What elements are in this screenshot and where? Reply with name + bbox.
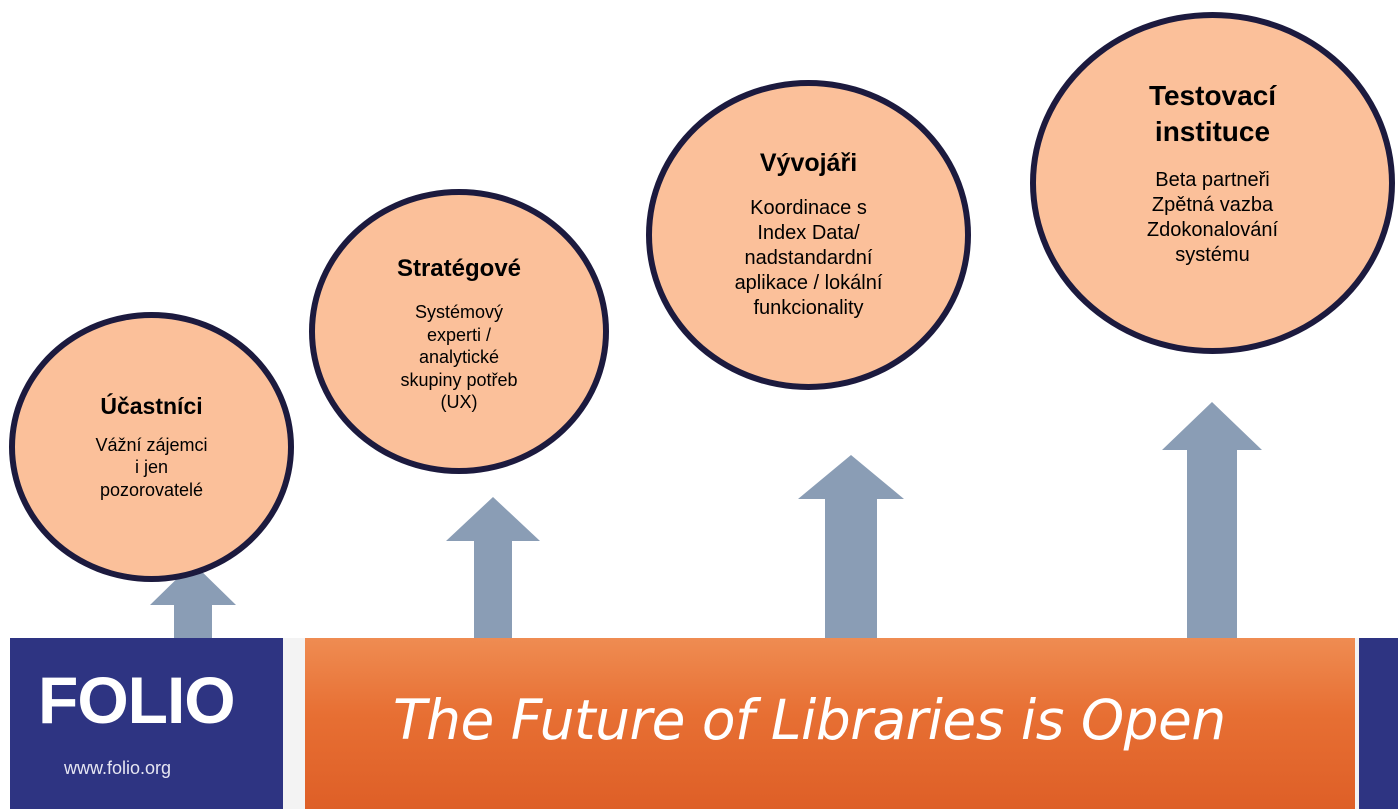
stage-title: Vývojáři [759,149,858,177]
stage-line: (UX) [440,392,478,413]
stage-circle-test-institutions: Testovací instituce Beta partneři Zpětná… [1030,12,1395,354]
banner-tagline: The Future of Libraries is Open [393,688,1226,752]
banner-divider [283,638,305,809]
stage-line: funkcionality [753,297,864,319]
stage-circle-participants: Účastníci Vážní zájemci i jen pozorovate… [9,312,294,582]
stage-line: Systémový [414,302,503,323]
stage-line: Zpětná vazba [1151,194,1274,217]
arrow-3-up-icon [798,455,904,638]
arrow-2-up-icon [446,497,540,638]
folio-brand-block: FOLIO www.folio.org [10,638,283,809]
stage-line: Zdokonalování [1146,219,1279,242]
folio-banner: FOLIO www.folio.org The Future of Librar… [0,638,1398,809]
stage-line: pozorovatelé [99,479,204,500]
arrow-1-up-icon [150,563,236,638]
stage-line: analytické [418,347,500,368]
stage-description: Systémový experti / analytické skupiny p… [400,301,517,414]
stage-line: skupiny potřeb [400,369,518,390]
stage-description: Vážní zájemci i jen pozorovatelé [95,434,207,502]
banner-right-edge [1359,638,1398,809]
tagline-area: The Future of Libraries is Open [305,638,1355,809]
stage-circle-strategists: Stratégové Systémový experti / analytick… [309,189,609,474]
stage-title: Testovací instituce [1149,78,1276,151]
stage-title-line: Testovací [1148,79,1277,111]
stage-title-line: instituce [1154,116,1271,147]
folio-logo: FOLIO [38,663,236,737]
stage-title: Účastníci [100,392,203,419]
stage-line: experti / [426,324,491,345]
stage-circle-developers: Vývojáři Koordinace s Index Data/ nadsta… [646,80,971,390]
folio-url: www.folio.org [64,758,172,778]
stage-description: Koordinace s Index Data/ nadstandardní a… [735,196,883,321]
stage-line: Index Data/ [757,222,860,244]
banner-divider-right [1355,638,1359,809]
stage-description: Beta partneři Zpětná vazba Zdokonalování… [1147,168,1278,268]
stage-line: Beta partneři [1155,169,1270,192]
stage-line: i jen [134,457,168,478]
stage-line: nadstandardní [744,247,873,269]
stage-line: systému [1175,244,1250,267]
arrow-4-up-icon [1162,402,1262,638]
stage-line: aplikace / lokální [734,272,883,294]
stage-line: Vážní zájemci [95,434,208,455]
stage-line: Koordinace s [750,197,867,219]
stage-title: Stratégové [396,255,522,283]
